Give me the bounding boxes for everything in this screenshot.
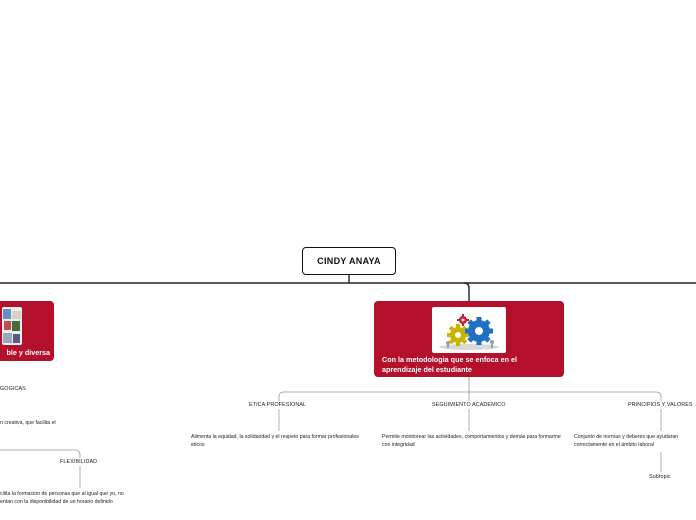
flexibilidad-desc-line-2: entan con la disponibilidad de un horari… [0, 498, 113, 505]
flexibilidad-desc: cilita la formacion de personas que al i… [0, 491, 124, 506]
subtopic-principios-valores[interactable]: PRINCIPIOS Y VALORES [628, 402, 693, 408]
main-topic-left-label: ble y diversa [6, 348, 50, 357]
central-topic[interactable]: CINDY ANAYA [302, 247, 396, 275]
gears-icon [432, 307, 506, 353]
subtopic-placeholder[interactable]: Subtopic [649, 474, 671, 480]
flexibilidad-desc-line-1: cilita la formacion de personas que al i… [0, 491, 124, 497]
seguimiento-academico-desc: Permite monitorear las actividades, comp… [382, 434, 561, 448]
left-desc-partial: n creativa, que facilita el [0, 420, 56, 426]
principios-valores-desc: Conjunto de normas y deberes que ayudara… [574, 434, 679, 448]
main-topic-right-label: Con la metodologia que se enfoca en el a… [382, 355, 517, 374]
subtopic-flexibilidad[interactable]: FLEXIBILIDAD [60, 459, 98, 465]
central-topic-label: CINDY ANAYA [317, 256, 381, 266]
collage-thumbnail [2, 307, 22, 345]
subtopic-etica-profesional[interactable]: ETICA PROFESIONAL [249, 402, 307, 408]
left-subtopic-partial[interactable]: GOGICAS [0, 386, 26, 392]
main-topic-right[interactable]: Con la metodologia que se enfoca en el a… [374, 301, 564, 377]
subtopic-seguimiento-academico[interactable]: SEGUIMIENTO ACADEMICO [432, 402, 506, 408]
etica-profesional-desc: Alimenta la equidad, la solidaridad y el… [191, 434, 359, 448]
main-topic-left[interactable]: ble y diversa [0, 301, 54, 361]
